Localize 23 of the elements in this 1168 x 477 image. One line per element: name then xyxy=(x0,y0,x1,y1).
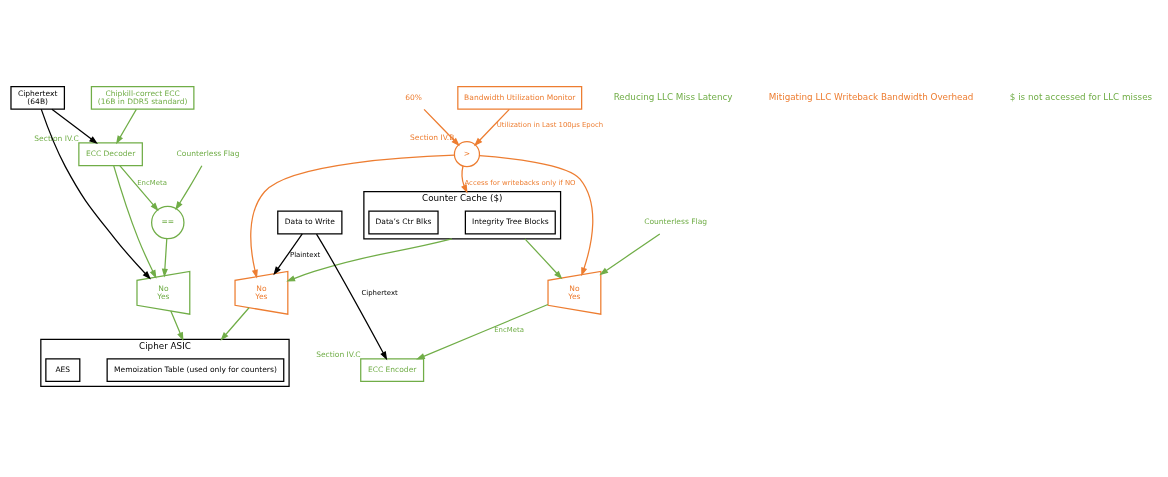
arrow xyxy=(273,232,303,275)
arrow xyxy=(461,164,468,193)
arrow xyxy=(119,164,159,211)
arrow xyxy=(423,108,460,146)
arrow xyxy=(40,108,151,280)
arrow xyxy=(170,309,184,341)
label: Mitigating LLC Writeback Bandwidth Overhead xyxy=(768,91,974,102)
arrow xyxy=(599,232,661,275)
arrow xyxy=(473,108,510,146)
arrow xyxy=(115,108,137,144)
arrow xyxy=(51,108,98,144)
arrow xyxy=(250,154,456,278)
label: Reducing LLC Miss Latency xyxy=(613,91,733,102)
arrow xyxy=(161,237,168,278)
arrow xyxy=(286,237,453,282)
arrow xyxy=(113,164,157,279)
arrow xyxy=(175,164,203,210)
arrow xyxy=(478,154,594,276)
arrow xyxy=(416,303,549,360)
arrow xyxy=(220,306,250,341)
label: $ is not accessed for LLC misses xyxy=(1009,91,1153,102)
arrow xyxy=(315,232,388,360)
arrow xyxy=(524,237,563,279)
